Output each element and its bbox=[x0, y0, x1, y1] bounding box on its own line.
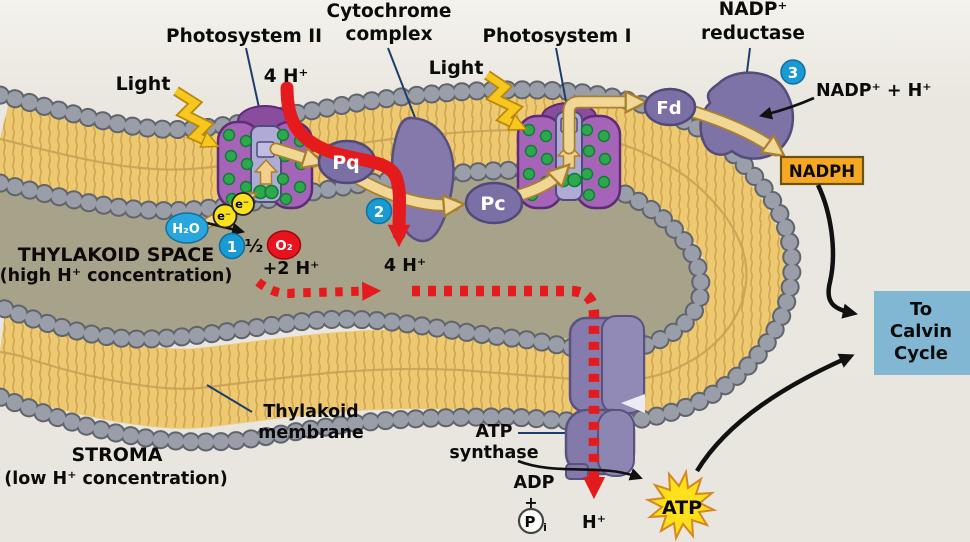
calvin-label-line1: To bbox=[910, 299, 932, 320]
nadph-label: NADPH bbox=[789, 162, 855, 181]
ferredoxin-oval bbox=[643, 87, 697, 127]
step-3-number: 3 bbox=[788, 64, 798, 82]
plastocyanin-oval bbox=[464, 181, 524, 225]
ferredoxin-label: Fd bbox=[656, 98, 681, 119]
adp-to-atp-arrow bbox=[517, 459, 643, 481]
cytochrome-label-line2: complex bbox=[345, 24, 432, 45]
proton-diffusion-paths bbox=[255, 278, 606, 500]
nadp-reductase-label-line1: NADP⁺ bbox=[719, 0, 787, 20]
electron-arrow-ps1-to-fd bbox=[562, 102, 636, 155]
electron-arrow-pq-to-pc bbox=[345, 168, 454, 205]
black-arrows bbox=[517, 96, 858, 481]
water-splitting-group bbox=[165, 192, 302, 260]
atp-to-calvin-arrow bbox=[695, 353, 855, 473]
atp-synthase-label-line1: ATP bbox=[476, 422, 513, 442]
stroma-sublabel: (low H⁺ concentration) bbox=[4, 469, 227, 489]
photosystem-2-label: Photosystem II bbox=[166, 26, 322, 47]
light-bolt-right bbox=[484, 70, 528, 131]
light-bolts bbox=[173, 70, 528, 148]
step-2-number: 2 bbox=[374, 203, 384, 221]
proton-path-from-water bbox=[255, 278, 382, 301]
oxygen-molecule bbox=[266, 230, 302, 260]
electron-arrow-ps2-to-pq bbox=[269, 142, 314, 161]
step-1-number: 1 bbox=[227, 238, 237, 256]
atp-starburst bbox=[644, 468, 718, 542]
ps1-chlorophyll-dots bbox=[522, 123, 612, 202]
plus-2h-label: +2 H⁺ bbox=[263, 259, 320, 279]
plastoquinone-label: Pq bbox=[332, 152, 360, 174]
calvin-label-line2: Calvin bbox=[890, 321, 952, 342]
electron-label-2: e⁻ bbox=[235, 197, 249, 211]
electron-dot-1 bbox=[212, 203, 238, 229]
water-molecule bbox=[165, 212, 209, 244]
thylakoid-space-label: THYLAKOID SPACE bbox=[18, 244, 214, 266]
ps2-energy-up-arrow bbox=[254, 159, 278, 185]
four-h-lumen-label: 4 H⁺ bbox=[384, 256, 426, 276]
light-label-left: Light bbox=[116, 73, 171, 95]
nadp-input-arrow bbox=[758, 96, 815, 120]
phosphate-label: P bbox=[525, 513, 536, 531]
electron-dot-2 bbox=[231, 192, 255, 216]
light-label-right: Light bbox=[429, 57, 484, 79]
step-1-badge bbox=[218, 232, 246, 260]
h-plus-bottom-label: H⁺ bbox=[582, 513, 606, 533]
thylakoid-space-sublabel: (high H⁺ concentration) bbox=[0, 266, 232, 286]
atp-synthase-foot bbox=[565, 463, 589, 480]
water-label: H₂O bbox=[172, 222, 200, 237]
photosystem-1-label: Photosystem I bbox=[482, 26, 631, 47]
step-3-badge bbox=[780, 59, 806, 85]
nadp-reductase-label-line2: reductase bbox=[701, 23, 805, 44]
calvin-label-line3: Cycle bbox=[894, 343, 948, 364]
half-label: ½ bbox=[245, 236, 264, 257]
atp-synthase-label-line2: synthase bbox=[449, 443, 538, 463]
stroma-label: STROMA bbox=[71, 444, 162, 466]
cytochrome-label-line1: Cytochrome bbox=[327, 1, 452, 22]
nadph-box bbox=[779, 155, 865, 186]
electron-arrow-fd-to-nadph bbox=[687, 105, 776, 150]
diagram-text-layer: Photosystem II Cytochrome complex Photos… bbox=[0, 0, 952, 534]
four-h-top-label: 4 H⁺ bbox=[264, 66, 309, 87]
phosphate-circle bbox=[517, 507, 545, 535]
proton-path-to-atp-synthase bbox=[412, 285, 606, 500]
adp-label: ADP bbox=[514, 473, 555, 493]
electron-label-1: e⁻ bbox=[217, 209, 231, 223]
light-bolt-left bbox=[173, 86, 220, 148]
membrane-label-line1: Thylakoid bbox=[263, 402, 358, 422]
proton-pump-arrow bbox=[280, 81, 411, 248]
atp-synthase-protein bbox=[564, 315, 646, 480]
membrane-label-line2: membrane bbox=[258, 423, 364, 443]
electron-arrow-pc-to-ps1 bbox=[509, 172, 562, 203]
step-2-badge bbox=[365, 197, 393, 225]
plus-label: + bbox=[524, 493, 537, 512]
calvin-cycle-box bbox=[874, 291, 970, 375]
nadph-to-calvin-arrow bbox=[815, 184, 858, 319]
nadp-plus-h-label: NADP⁺ + H⁺ bbox=[816, 81, 932, 101]
phosphate-subscript: i bbox=[543, 521, 547, 534]
membrane-pointer-line bbox=[206, 384, 253, 413]
plastocyanin-label: Pc bbox=[480, 193, 505, 215]
atp-label: ATP bbox=[662, 497, 702, 519]
oxygen-label: O₂ bbox=[275, 238, 292, 254]
atp-synthase-notch bbox=[621, 394, 645, 413]
